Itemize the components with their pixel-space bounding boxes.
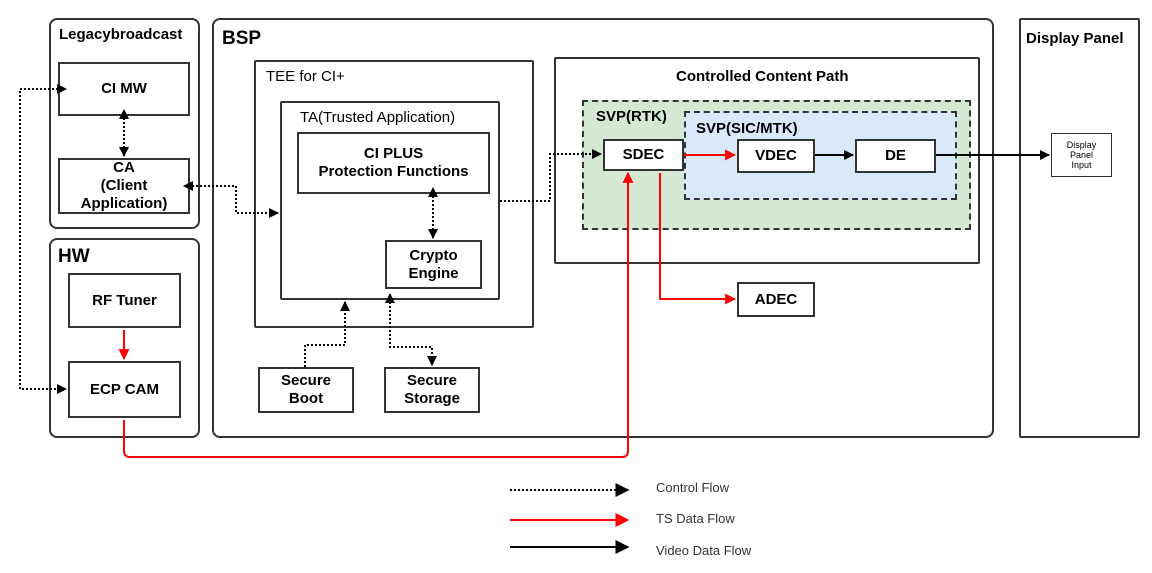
ca-block: CA (Client Application) bbox=[58, 158, 190, 214]
display-panel-group bbox=[1019, 18, 1140, 438]
ci-plus-block: CI PLUS Protection Functions bbox=[297, 132, 490, 194]
bsp-title: BSP bbox=[222, 28, 262, 49]
secure-boot-label: Secure Boot bbox=[280, 372, 332, 407]
legend-ts-label: TS Data Flow bbox=[656, 511, 735, 526]
display-panel-input-label: Display Panel Input bbox=[1066, 140, 1097, 170]
secure-storage-block: Secure Storage bbox=[384, 367, 480, 413]
svp-rtk-title: SVP(RTK) bbox=[596, 108, 667, 125]
tee-title: TEE for CI+ bbox=[266, 68, 345, 85]
ccp-title: Controlled Content Path bbox=[676, 68, 849, 85]
ca-label: CA (Client Application) bbox=[80, 159, 168, 212]
sdec-block: SDEC bbox=[603, 139, 684, 171]
display-panel-input-block: Display Panel Input bbox=[1051, 133, 1112, 177]
rf-tuner-block: RF Tuner bbox=[68, 273, 181, 328]
ta-title: TA(Trusted Application) bbox=[300, 109, 456, 126]
hw-title: HW bbox=[58, 246, 90, 267]
ci-mw-block: CI MW bbox=[58, 62, 190, 116]
svp-sic-title: SVP(SIC/MTK) bbox=[696, 120, 798, 137]
legacybroadcast-title: Legacybroadcast bbox=[59, 26, 183, 43]
legend-video-label: Video Data Flow bbox=[656, 543, 752, 558]
adec-block: ADEC bbox=[737, 282, 815, 317]
de-block: DE bbox=[855, 139, 936, 173]
vdec-block: VDEC bbox=[737, 139, 815, 173]
display-panel-title: Display Panel bbox=[1026, 30, 1124, 47]
secure-storage-label: Secure Storage bbox=[404, 372, 460, 407]
crypto-engine-block: Crypto Engine bbox=[385, 240, 482, 289]
legend-control-label: Control Flow bbox=[656, 480, 729, 495]
ci-plus-label: CI PLUS Protection Functions bbox=[318, 145, 469, 180]
ecp-cam-block: ECP CAM bbox=[68, 361, 181, 418]
secure-boot-block: Secure Boot bbox=[258, 367, 354, 413]
crypto-engine-label: Crypto Engine bbox=[408, 246, 459, 282]
